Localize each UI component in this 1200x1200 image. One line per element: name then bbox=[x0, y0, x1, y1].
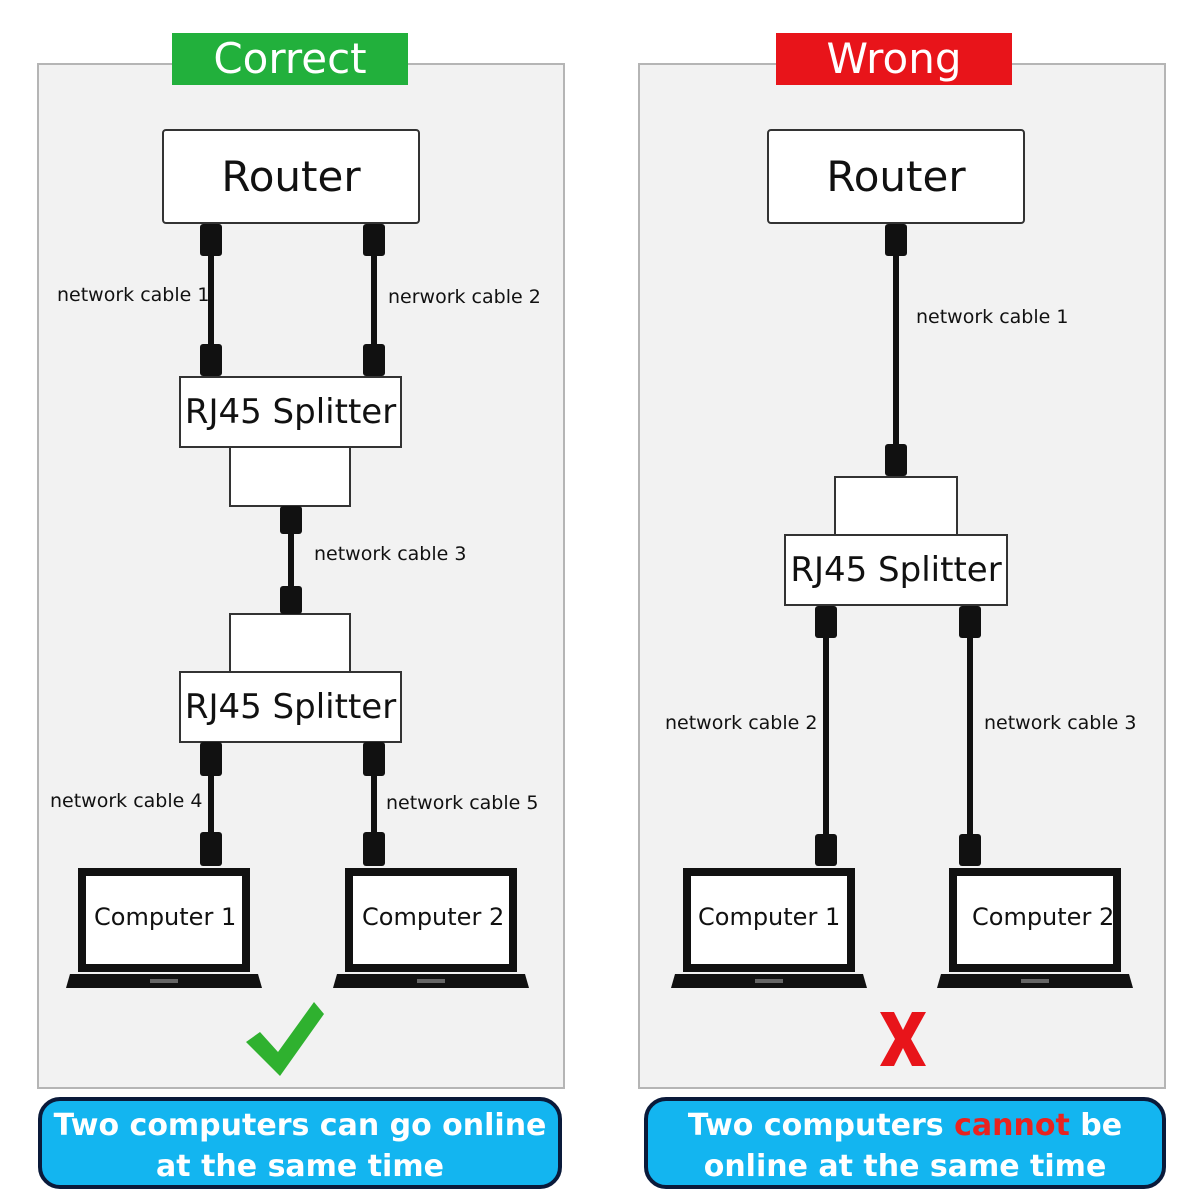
correct-caption-text: Two computers can go online at the same … bbox=[53, 1108, 547, 1184]
correct-cable-4-label: network cable 4 bbox=[50, 790, 203, 812]
wrong-computer-1-laptop-icon bbox=[671, 868, 867, 988]
wrong-cable-1 bbox=[893, 224, 899, 476]
correct-cable-4 bbox=[208, 742, 214, 866]
wrong-computer-2-laptop-icon bbox=[937, 868, 1133, 988]
wrong-cable-3 bbox=[967, 606, 973, 866]
wrong-computer-2-label: Computer 2 bbox=[972, 903, 1115, 931]
wrong-computer-1-label: Computer 1 bbox=[698, 903, 841, 931]
wrong-caption-highlight: cannot bbox=[954, 1108, 1070, 1143]
wrong-cable-2-plug-bottom bbox=[815, 834, 837, 866]
correct-cable-3-label: network cable 3 bbox=[314, 543, 467, 565]
wrong-caption-after: be online at the same time bbox=[703, 1108, 1123, 1184]
wrong-cable-2-label: network cable 2 bbox=[665, 712, 818, 734]
correct-cable-3-plug-bottom bbox=[280, 586, 302, 614]
wrong-splitter: RJ45 Splitter bbox=[784, 534, 1008, 606]
wrong-cable-2-plug-top bbox=[815, 606, 837, 638]
correct-cable-2 bbox=[371, 224, 377, 376]
correct-cable-3 bbox=[288, 506, 294, 614]
wrong-splitter-neck bbox=[834, 476, 958, 538]
correct-cable-2-plug-bottom bbox=[363, 344, 385, 376]
correct-cable-5-plug-top bbox=[363, 742, 385, 776]
correct-cable-1-label: network cable 1 bbox=[57, 284, 210, 306]
correct-splitter-bottom: RJ45 Splitter bbox=[179, 671, 402, 743]
correct-router: Router bbox=[162, 129, 420, 224]
correct-cable-2-plug-top bbox=[363, 224, 385, 256]
wrong-router: Router bbox=[767, 129, 1025, 224]
cross-icon bbox=[880, 1012, 926, 1066]
wrong-cable-2 bbox=[823, 606, 829, 866]
correct-cable-5 bbox=[371, 742, 377, 866]
correct-cable-1-plug-top bbox=[200, 224, 222, 256]
correct-cable-3-plug-top bbox=[280, 506, 302, 534]
correct-cable-4-plug-top bbox=[200, 742, 222, 776]
wrong-cable-1-plug-bottom bbox=[885, 444, 907, 476]
correct-computer-1-laptop-icon bbox=[66, 868, 262, 988]
correct-splitter-top: RJ45 Splitter bbox=[179, 376, 402, 448]
wrong-cable-1-plug-top bbox=[885, 224, 907, 256]
wrong-cable-1-label: network cable 1 bbox=[916, 306, 1069, 328]
wrong-tag: Wrong bbox=[776, 33, 1012, 85]
wrong-caption-before: Two computers bbox=[687, 1108, 944, 1143]
wrong-cable-3-plug-top bbox=[959, 606, 981, 638]
correct-cable-5-label: network cable 5 bbox=[386, 792, 539, 814]
correct-cable-4-plug-bottom bbox=[200, 832, 222, 866]
correct-caption: Two computers can go online at the same … bbox=[38, 1097, 562, 1189]
correct-tag: Correct bbox=[172, 33, 408, 85]
correct-cable-1-plug-bottom bbox=[200, 344, 222, 376]
wrong-caption: Two computers cannot be online at the sa… bbox=[644, 1097, 1166, 1189]
wrong-cable-3-label: network cable 3 bbox=[984, 712, 1137, 734]
correct-cable-5-plug-bottom bbox=[363, 832, 385, 866]
correct-cable-1 bbox=[208, 224, 214, 376]
correct-computer-2-laptop-icon bbox=[333, 868, 529, 988]
correct-computer-2-label: Computer 2 bbox=[362, 903, 505, 931]
checkmark-icon bbox=[246, 1002, 324, 1076]
correct-cable-2-label: nerwork cable 2 bbox=[388, 286, 541, 308]
correct-computer-1-label: Computer 1 bbox=[94, 903, 237, 931]
wrong-cable-3-plug-bottom bbox=[959, 834, 981, 866]
